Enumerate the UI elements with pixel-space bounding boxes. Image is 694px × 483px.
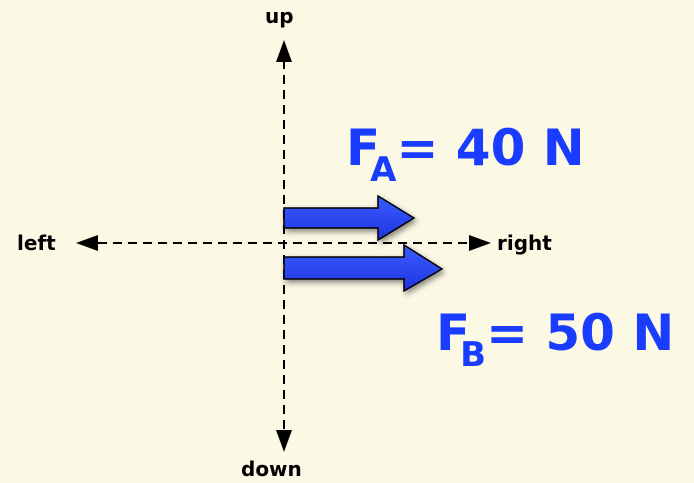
- force-a-label: FA= 40 N: [346, 123, 585, 187]
- force-a-subscript: A: [370, 150, 397, 190]
- down-arrowhead-icon: [276, 430, 292, 452]
- label-up: up: [265, 4, 294, 28]
- right-arrowhead-icon: [469, 235, 491, 251]
- left-arrowhead-icon: [76, 235, 98, 251]
- force-a-arrow: [283, 194, 416, 242]
- force-b-arrow: [283, 243, 444, 293]
- force-b-symbol: F: [436, 304, 471, 362]
- up-arrowhead-icon: [276, 40, 292, 62]
- force-b-label: FB= 50 N: [436, 308, 674, 372]
- force-a-equation: = 40 N: [396, 119, 585, 177]
- label-down: down: [241, 457, 302, 481]
- force-b-equation: = 50 N: [486, 304, 675, 362]
- force-a-symbol: F: [346, 119, 381, 177]
- label-left: left: [17, 231, 56, 255]
- label-right: right: [497, 231, 552, 255]
- force-b-subscript: B: [460, 335, 487, 375]
